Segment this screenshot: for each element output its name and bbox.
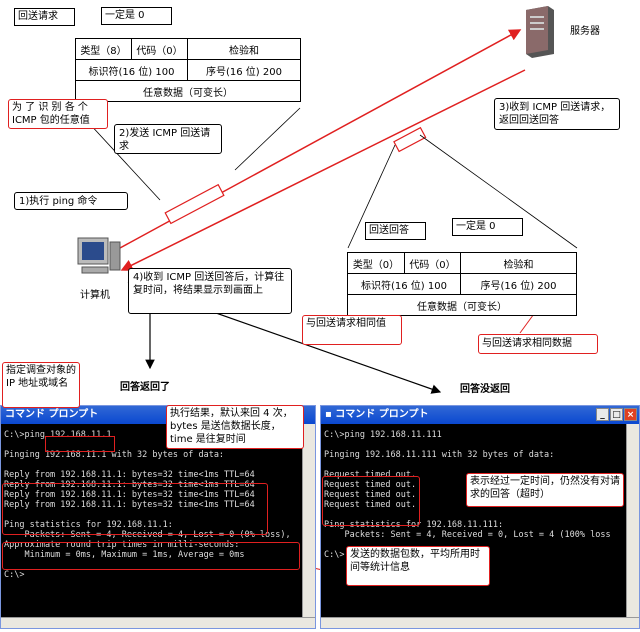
left-horizontal-scrollbar[interactable] xyxy=(1,617,315,628)
maximize-button[interactable]: □ xyxy=(610,408,623,421)
right-console-line xyxy=(324,460,611,470)
left-scrollbar[interactable] xyxy=(302,424,315,618)
reply-checksum-field: 检验和 xyxy=(460,252,577,274)
right-command-window[interactable]: ▪ コマンド プロンプト _ □ × C:\>ping 192.168.11.1… xyxy=(320,405,640,629)
reply-lines-highlight xyxy=(2,483,268,535)
echo-reply-label: 回送回答 xyxy=(365,222,426,240)
right-console-line: Request timed out. xyxy=(324,490,417,500)
right-console-line: C:\>ping 192.168.11.111 xyxy=(324,430,442,440)
echo-request-label: 回送请求 xyxy=(14,8,75,26)
left-console-line: Reply from 192.168.11.1: bytes=32 time<1… xyxy=(4,500,255,510)
reply-packet-table: 类型（0） 代码（0） 检验和 标识符(16 位) 100 序号(16 位) 2… xyxy=(347,252,577,316)
target-highlight xyxy=(45,436,115,452)
left-console-line xyxy=(4,460,291,470)
send-request-note: 2)发送 ICMP 回送请求 xyxy=(114,124,222,154)
right-console-output: C:\>ping 192.168.11.111 Pinging 192.168.… xyxy=(324,430,611,560)
left-console-line: Reply from 192.168.11.1: bytes=32 time<1… xyxy=(4,480,255,490)
receive-reply-note: 4)收到 ICMP 回送回答后，计算往复时间，将结果显示到画面上 xyxy=(128,268,292,314)
left-console-line: Reply from 192.168.11.1: bytes=32 time<1… xyxy=(4,490,255,500)
left-console-line: Packets: Sent = 4, Received = 4, Lost = … xyxy=(4,530,291,540)
right-console-line: Request timed out. xyxy=(324,500,417,510)
reply-data-field: 任意数据（可变长） xyxy=(347,294,577,316)
right-console-line: Request timed out. xyxy=(324,480,417,490)
left-console-line: Approximate round trip times in milli-se… xyxy=(4,540,240,550)
right-scrollbar[interactable] xyxy=(626,424,639,618)
left-console-line: Ping statistics for 192.168.11.1: xyxy=(4,520,173,530)
console-icon: ▪ xyxy=(325,409,336,420)
request-packet-table: 类型（8） 代码（0） 检验和 标识符(16 位) 100 序号(16 位) 2… xyxy=(75,38,301,102)
left-stats-highlight xyxy=(2,542,300,570)
reply-code-field: 代码（0） xyxy=(404,252,461,274)
reply-identifier-field: 标识符(16 位) 100 xyxy=(347,273,461,295)
right-console-line: Packets: Sent = 4, Received = 0, Lost = … xyxy=(324,530,611,540)
left-console-output: C:\>ping 192.168.11.1 Pinging 192.168.11… xyxy=(4,430,291,580)
sequence-field: 序号(16 位) 200 xyxy=(187,59,301,81)
server-icon xyxy=(522,4,556,58)
server-label: 服务器 xyxy=(570,26,600,37)
right-window-title: コマンド プロンプト xyxy=(335,409,429,420)
left-console-line: C:\>ping 192.168.11.1 xyxy=(4,430,112,440)
target-address-note: 指定调查对象的 IP 地址或域名 xyxy=(2,362,80,408)
right-console-line: Pinging 192.168.11.111 with 32 bytes of … xyxy=(324,450,555,460)
left-console-line: Pinging 192.168.11.1 with 32 bytes of da… xyxy=(4,450,225,460)
left-console-line: C:\> xyxy=(4,570,25,580)
type-field: 类型（8） xyxy=(75,38,132,60)
left-console-line: Minimum = 0ms, Maximum = 1ms, Average = … xyxy=(4,550,245,560)
reply-arrow xyxy=(120,69,526,271)
always-zero-label: 一定是 0 xyxy=(101,7,172,25)
close-button[interactable]: × xyxy=(624,408,637,421)
reply-sequence-field: 序号(16 位) 200 xyxy=(460,273,577,295)
reply-returned-label: 回答返回了 xyxy=(120,382,170,393)
identifier-field: 标识符(16 位) 100 xyxy=(75,59,188,81)
computer-label: 计算机 xyxy=(80,290,110,301)
stats-note: 发送的数据包数，平均所用时间等统计信息 xyxy=(346,546,490,586)
code-field: 代码（0） xyxy=(131,38,188,60)
timeout-note: 表示经过一定时间，仍然没有对请求的回答（超时） xyxy=(466,473,624,507)
reply-not-returned-label: 回答没返回 xyxy=(460,384,510,395)
right-console-line: C:\> xyxy=(324,550,345,560)
reply-type-field: 类型（0） xyxy=(347,252,405,274)
checksum-field: 检验和 xyxy=(187,38,301,60)
right-title-bar[interactable]: ▪ コマンド プロンプト _ □ × xyxy=(321,406,639,424)
same-value-note: 与回送请求相同值 xyxy=(302,315,402,345)
server-note: 3)收到 ICMP 回送请求，返回回送回答 xyxy=(494,98,620,130)
right-console-line: Request timed out. xyxy=(324,470,417,480)
minimize-button[interactable]: _ xyxy=(596,408,609,421)
left-window-title: コマンド プロンプト xyxy=(5,409,99,420)
right-horizontal-scrollbar[interactable] xyxy=(321,617,639,628)
computer-icon xyxy=(76,236,122,278)
result-note: 执行结果，默认来回 4 次，bytes 是送信数据长度，time 是往复时间 xyxy=(166,405,304,449)
exec-ping-note: 1)执行 ping 命令 xyxy=(14,192,128,210)
data-field: 任意数据（可变长） xyxy=(75,80,301,102)
identifier-note: 为 了 识 别 各 个 ICMP 包的任意值 xyxy=(8,99,108,129)
same-data-note: 与回送请求相同数据 xyxy=(478,334,598,354)
right-console-line xyxy=(324,440,611,450)
reply-always-zero-label: 一定是 0 xyxy=(452,218,523,236)
timeout-lines-highlight xyxy=(322,476,420,526)
left-console-line: Reply from 192.168.11.1: bytes=32 time<1… xyxy=(4,470,255,480)
